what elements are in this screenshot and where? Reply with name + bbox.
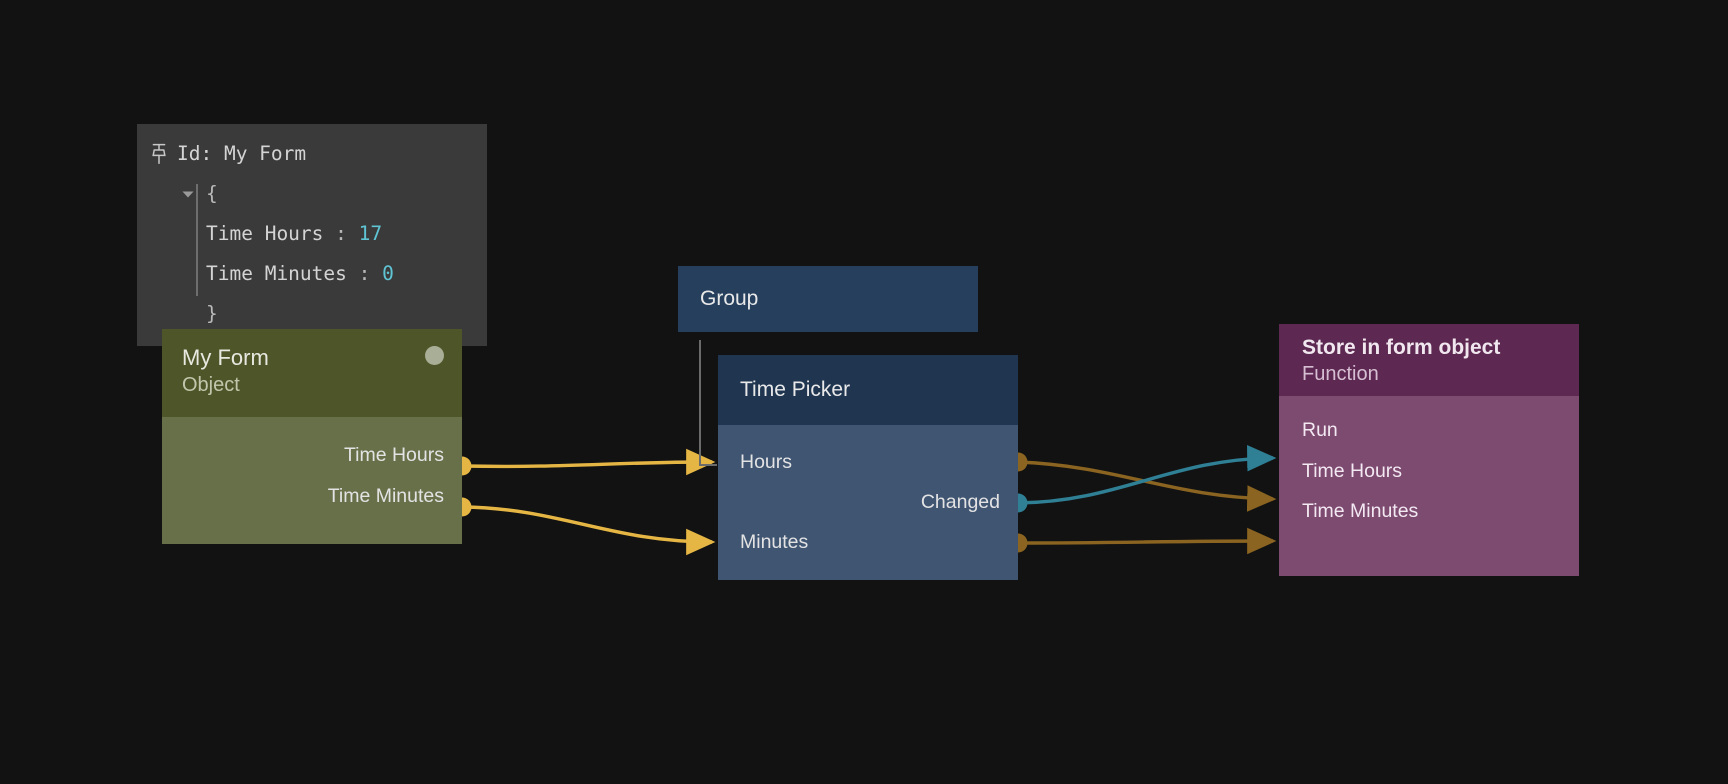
- node-time-picker-header[interactable]: Time Picker: [718, 355, 1018, 425]
- caret-down-icon[interactable]: [181, 187, 195, 201]
- input-port-label-hours[interactable]: Hours: [740, 451, 793, 473]
- node-store-header[interactable]: Store in form object Function: [1279, 324, 1579, 396]
- input-port-label-time-hours[interactable]: Time Hours: [1302, 460, 1403, 482]
- output-port-label-time-minutes[interactable]: Time Minutes: [327, 485, 444, 507]
- inspector-value: 17: [358, 222, 383, 245]
- output-port-label-time-hours[interactable]: Time Hours: [343, 444, 444, 466]
- inspector-open-brace-row[interactable]: {: [137, 174, 487, 214]
- node-my-form-header[interactable]: My Form Object: [162, 329, 462, 417]
- wire-timepicker-minutes-to-store-timeminutes: [1017, 527, 1277, 555]
- inspector-key: Time Hours: [206, 222, 324, 245]
- node-my-form-title: My Form: [182, 345, 269, 370]
- pin-icon[interactable]: [150, 143, 168, 165]
- inspector-close-brace-row: }: [137, 294, 487, 334]
- group-connector-stem: [699, 340, 701, 465]
- node-store-in-form-object[interactable]: Store in form object Function Run Time H…: [1279, 324, 1579, 576]
- inspector-title-text: Id: My Form: [177, 142, 307, 165]
- node-store-subtitle: Function: [1302, 363, 1379, 386]
- node-store-title: Store in form object: [1302, 336, 1501, 359]
- node-time-picker-body: Hours Minutes Changed: [718, 425, 1018, 580]
- inspector-key: Time Minutes: [206, 262, 347, 285]
- node-my-form[interactable]: My Form Object Time Hours Time Minutes: [162, 329, 462, 544]
- inspector-gap: [370, 254, 382, 294]
- inspector-property-row: Time Minutes : 0: [137, 254, 487, 294]
- node-group-header[interactable]: Group: [678, 266, 978, 332]
- node-group-title: Group: [700, 286, 759, 310]
- input-port-label-time-minutes[interactable]: Time Minutes: [1302, 500, 1419, 522]
- wire-myform-timeminutes-to-timepicker-minutes: [461, 505, 716, 556]
- input-port-label-run[interactable]: Run: [1302, 419, 1338, 441]
- node-time-picker[interactable]: Time Picker Hours Minutes Changed: [718, 355, 1018, 580]
- inspector-separator: [347, 254, 359, 294]
- group-connector-tick: [699, 464, 717, 466]
- inspector-colon: :: [358, 262, 371, 285]
- node-group[interactable]: Group: [678, 266, 978, 332]
- inspector-tree-guide-line: [196, 184, 198, 296]
- inspector-property-row: Time Hours : 17: [137, 214, 487, 254]
- inspector-separator: [323, 214, 335, 254]
- node-my-form-body: Time Hours Time Minutes: [162, 417, 462, 544]
- inspector-title-row: Id: My Form: [137, 134, 487, 174]
- wire-myform-timehours-to-timepicker-hours: [461, 448, 716, 476]
- node-store-body: Run Time Hours Time Minutes: [1279, 396, 1579, 576]
- inspector-open-brace: {: [206, 182, 218, 205]
- inspector-close-brace: }: [206, 302, 218, 325]
- input-port-label-minutes[interactable]: Minutes: [740, 531, 809, 553]
- status-indicator-dot[interactable]: [425, 346, 444, 365]
- output-port-label-changed[interactable]: Changed: [920, 491, 1000, 513]
- inspector-value: 0: [382, 262, 394, 285]
- inspector-gap: [347, 214, 359, 254]
- inspector-tooltip[interactable]: Id: My Form { Time Hours : 17 Time Minut…: [137, 124, 487, 346]
- wire-timepicker-changed-to-store-run: [1017, 445, 1277, 505]
- node-time-picker-title: Time Picker: [740, 377, 851, 401]
- node-my-form-subtitle: Object: [182, 374, 240, 397]
- wire-timepicker-hours-to-store-timehours: [1017, 460, 1277, 512]
- inspector-colon: :: [335, 222, 347, 245]
